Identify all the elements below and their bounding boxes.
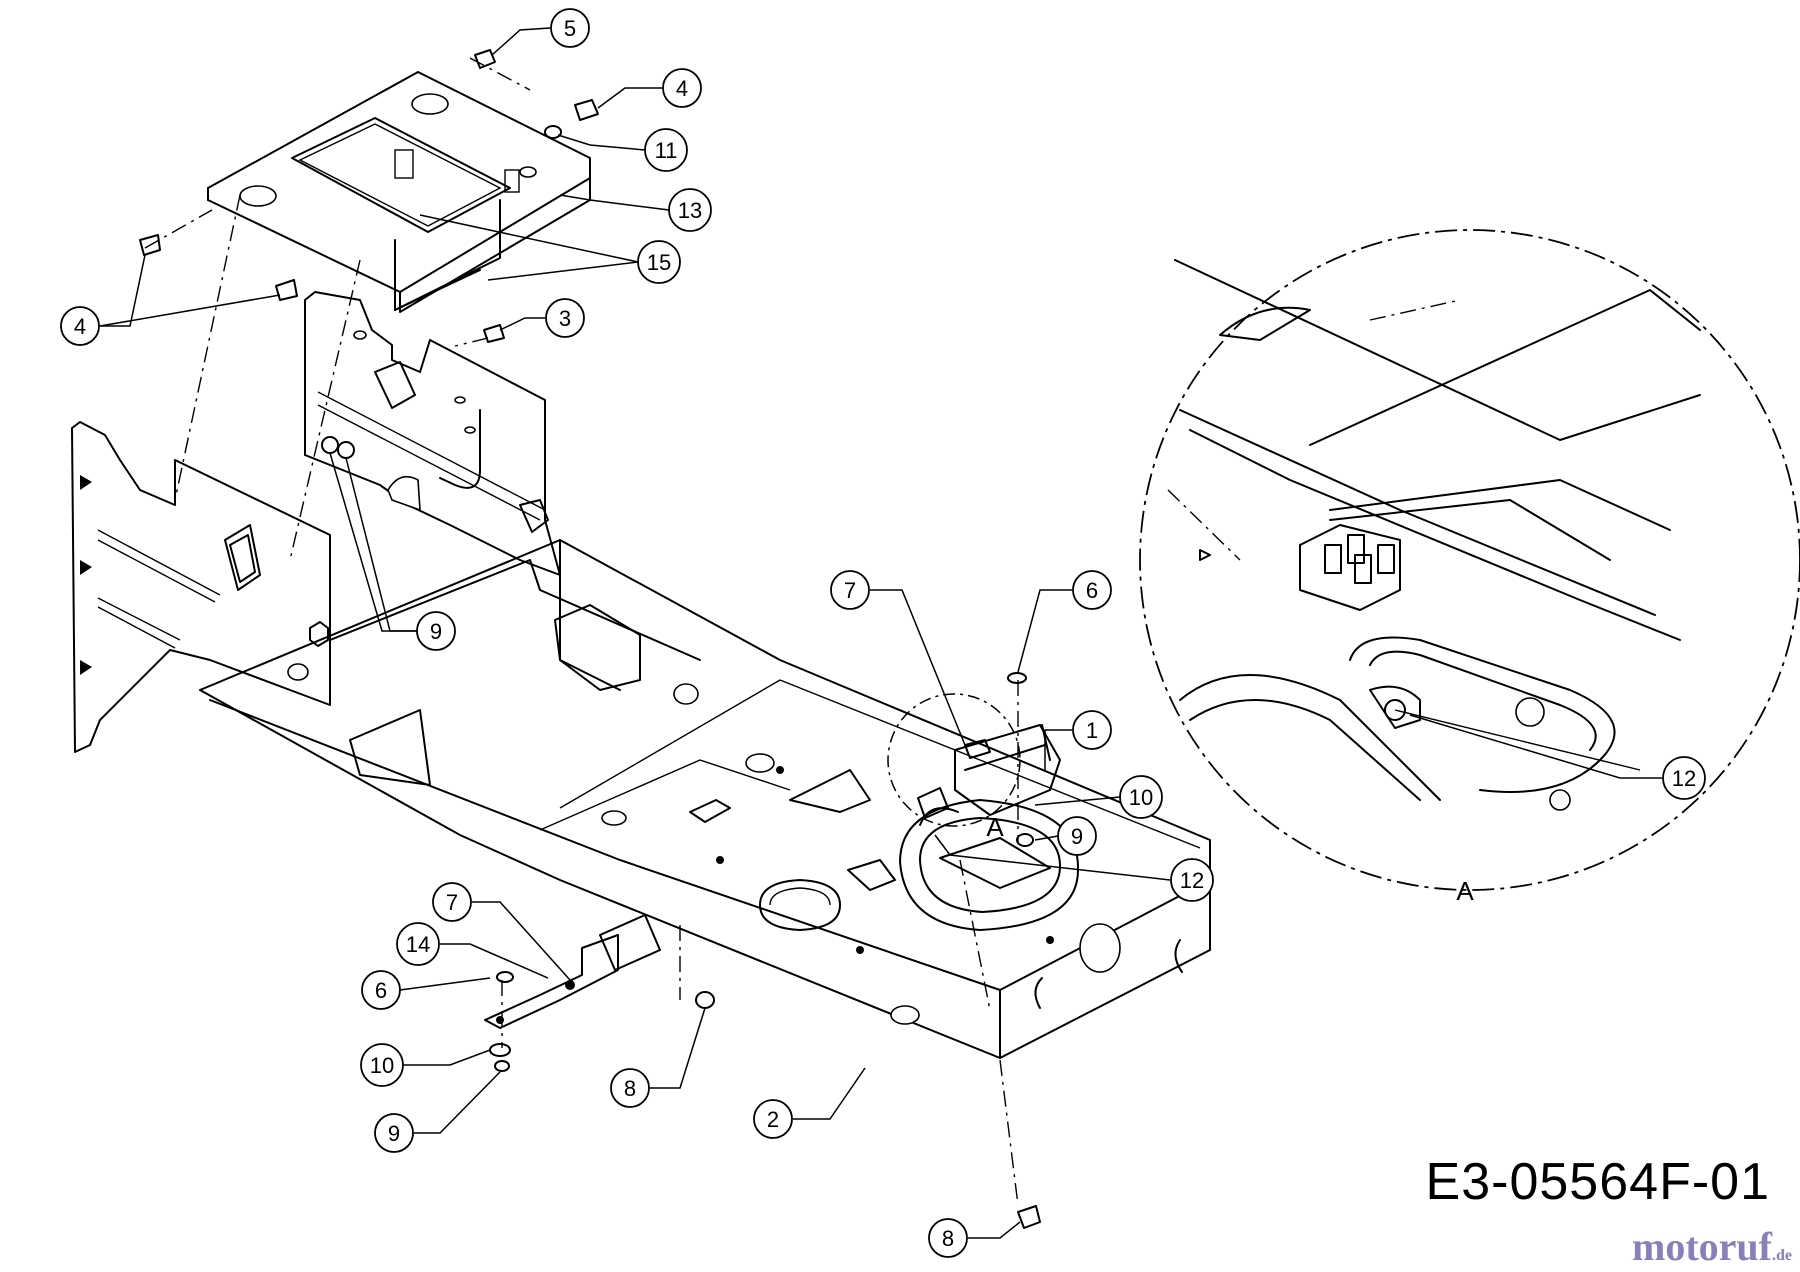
callout-13[interactable]: 13 xyxy=(559,188,712,232)
callout-15-label: 15 xyxy=(647,250,671,275)
left-side-panel xyxy=(71,421,331,753)
brand-logo: motoruf.de xyxy=(1632,1223,1792,1270)
callout-8-mid[interactable]: 8 xyxy=(610,1007,706,1108)
callout-7-right[interactable]: 7 xyxy=(830,570,966,746)
callout-9-left-label: 9 xyxy=(388,1121,400,1146)
callout-7-right-label: 7 xyxy=(844,578,856,603)
main-frame xyxy=(199,539,1211,1059)
callout-9-right[interactable]: 9 xyxy=(1034,816,1097,856)
detail-marker-label: A xyxy=(986,812,1004,842)
fasteners xyxy=(139,49,1041,1229)
callouts: 5 4 11 13 15 xyxy=(60,8,1706,1258)
callout-1-label: 1 xyxy=(1086,718,1098,743)
callout-12-detail-label: 12 xyxy=(1672,766,1696,791)
callout-4-top[interactable]: 4 xyxy=(597,68,702,109)
callout-8-mid-label: 8 xyxy=(624,1076,636,1101)
bracket-part-1 xyxy=(917,724,1061,819)
callout-1[interactable]: 1 xyxy=(1044,710,1112,770)
callout-9-right-label: 9 xyxy=(1071,824,1083,849)
callout-6-right-label: 6 xyxy=(1086,578,1098,603)
detail-view-label: A xyxy=(1456,876,1474,906)
callout-4-left[interactable]: 4 xyxy=(60,254,281,346)
callout-10-right-label: 10 xyxy=(1129,785,1153,810)
assembly-lines xyxy=(144,57,1019,1206)
callout-15[interactable]: 15 xyxy=(419,214,681,284)
detail-view-a xyxy=(887,229,1800,891)
brand-tld: .de xyxy=(1772,1247,1792,1264)
callout-11-label: 11 xyxy=(655,138,678,163)
callout-6-left-label: 6 xyxy=(375,978,387,1003)
callout-11[interactable]: 11 xyxy=(557,128,688,172)
callout-4-left-label: 4 xyxy=(74,314,86,339)
callout-5[interactable]: 5 xyxy=(491,8,590,56)
drawing-code: E3-05564F-01 xyxy=(1425,1153,1770,1211)
callout-7-left[interactable]: 7 xyxy=(432,882,571,981)
callout-6-left[interactable]: 6 xyxy=(361,970,491,1010)
callout-4-top-label: 4 xyxy=(676,76,688,101)
callout-8-bottom[interactable]: 8 xyxy=(928,1218,1021,1258)
callout-2[interactable]: 2 xyxy=(753,1067,866,1139)
callout-14-label: 14 xyxy=(406,932,430,957)
callout-10-left[interactable]: 10 xyxy=(360,1043,491,1087)
callout-9-left[interactable]: 9 xyxy=(374,1071,501,1153)
callout-13-label: 13 xyxy=(678,198,702,223)
callout-3-label: 3 xyxy=(559,306,571,331)
callout-9-mid[interactable]: 9 xyxy=(329,452,456,651)
callout-12-detail[interactable]: 12 xyxy=(1409,714,1706,800)
callout-14[interactable]: 14 xyxy=(396,922,549,979)
seat-plate xyxy=(207,71,591,313)
callout-5-label: 5 xyxy=(564,16,576,41)
callout-12-main[interactable]: 12 xyxy=(934,834,1214,902)
seat-bracket xyxy=(304,291,561,576)
callout-6-right[interactable]: 6 xyxy=(1017,570,1112,673)
callout-12-main-label: 12 xyxy=(1180,868,1204,893)
callout-9-mid-label: 9 xyxy=(430,619,442,644)
brand-name: motoruf xyxy=(1632,1224,1772,1269)
callout-2-label: 2 xyxy=(767,1107,779,1132)
callout-8-bottom-label: 8 xyxy=(942,1226,954,1251)
callout-10-right[interactable]: 10 xyxy=(1034,775,1163,819)
callout-10-left-label: 10 xyxy=(370,1053,394,1078)
callout-7-left-label: 7 xyxy=(446,890,458,915)
callout-3[interactable]: 3 xyxy=(499,298,585,338)
